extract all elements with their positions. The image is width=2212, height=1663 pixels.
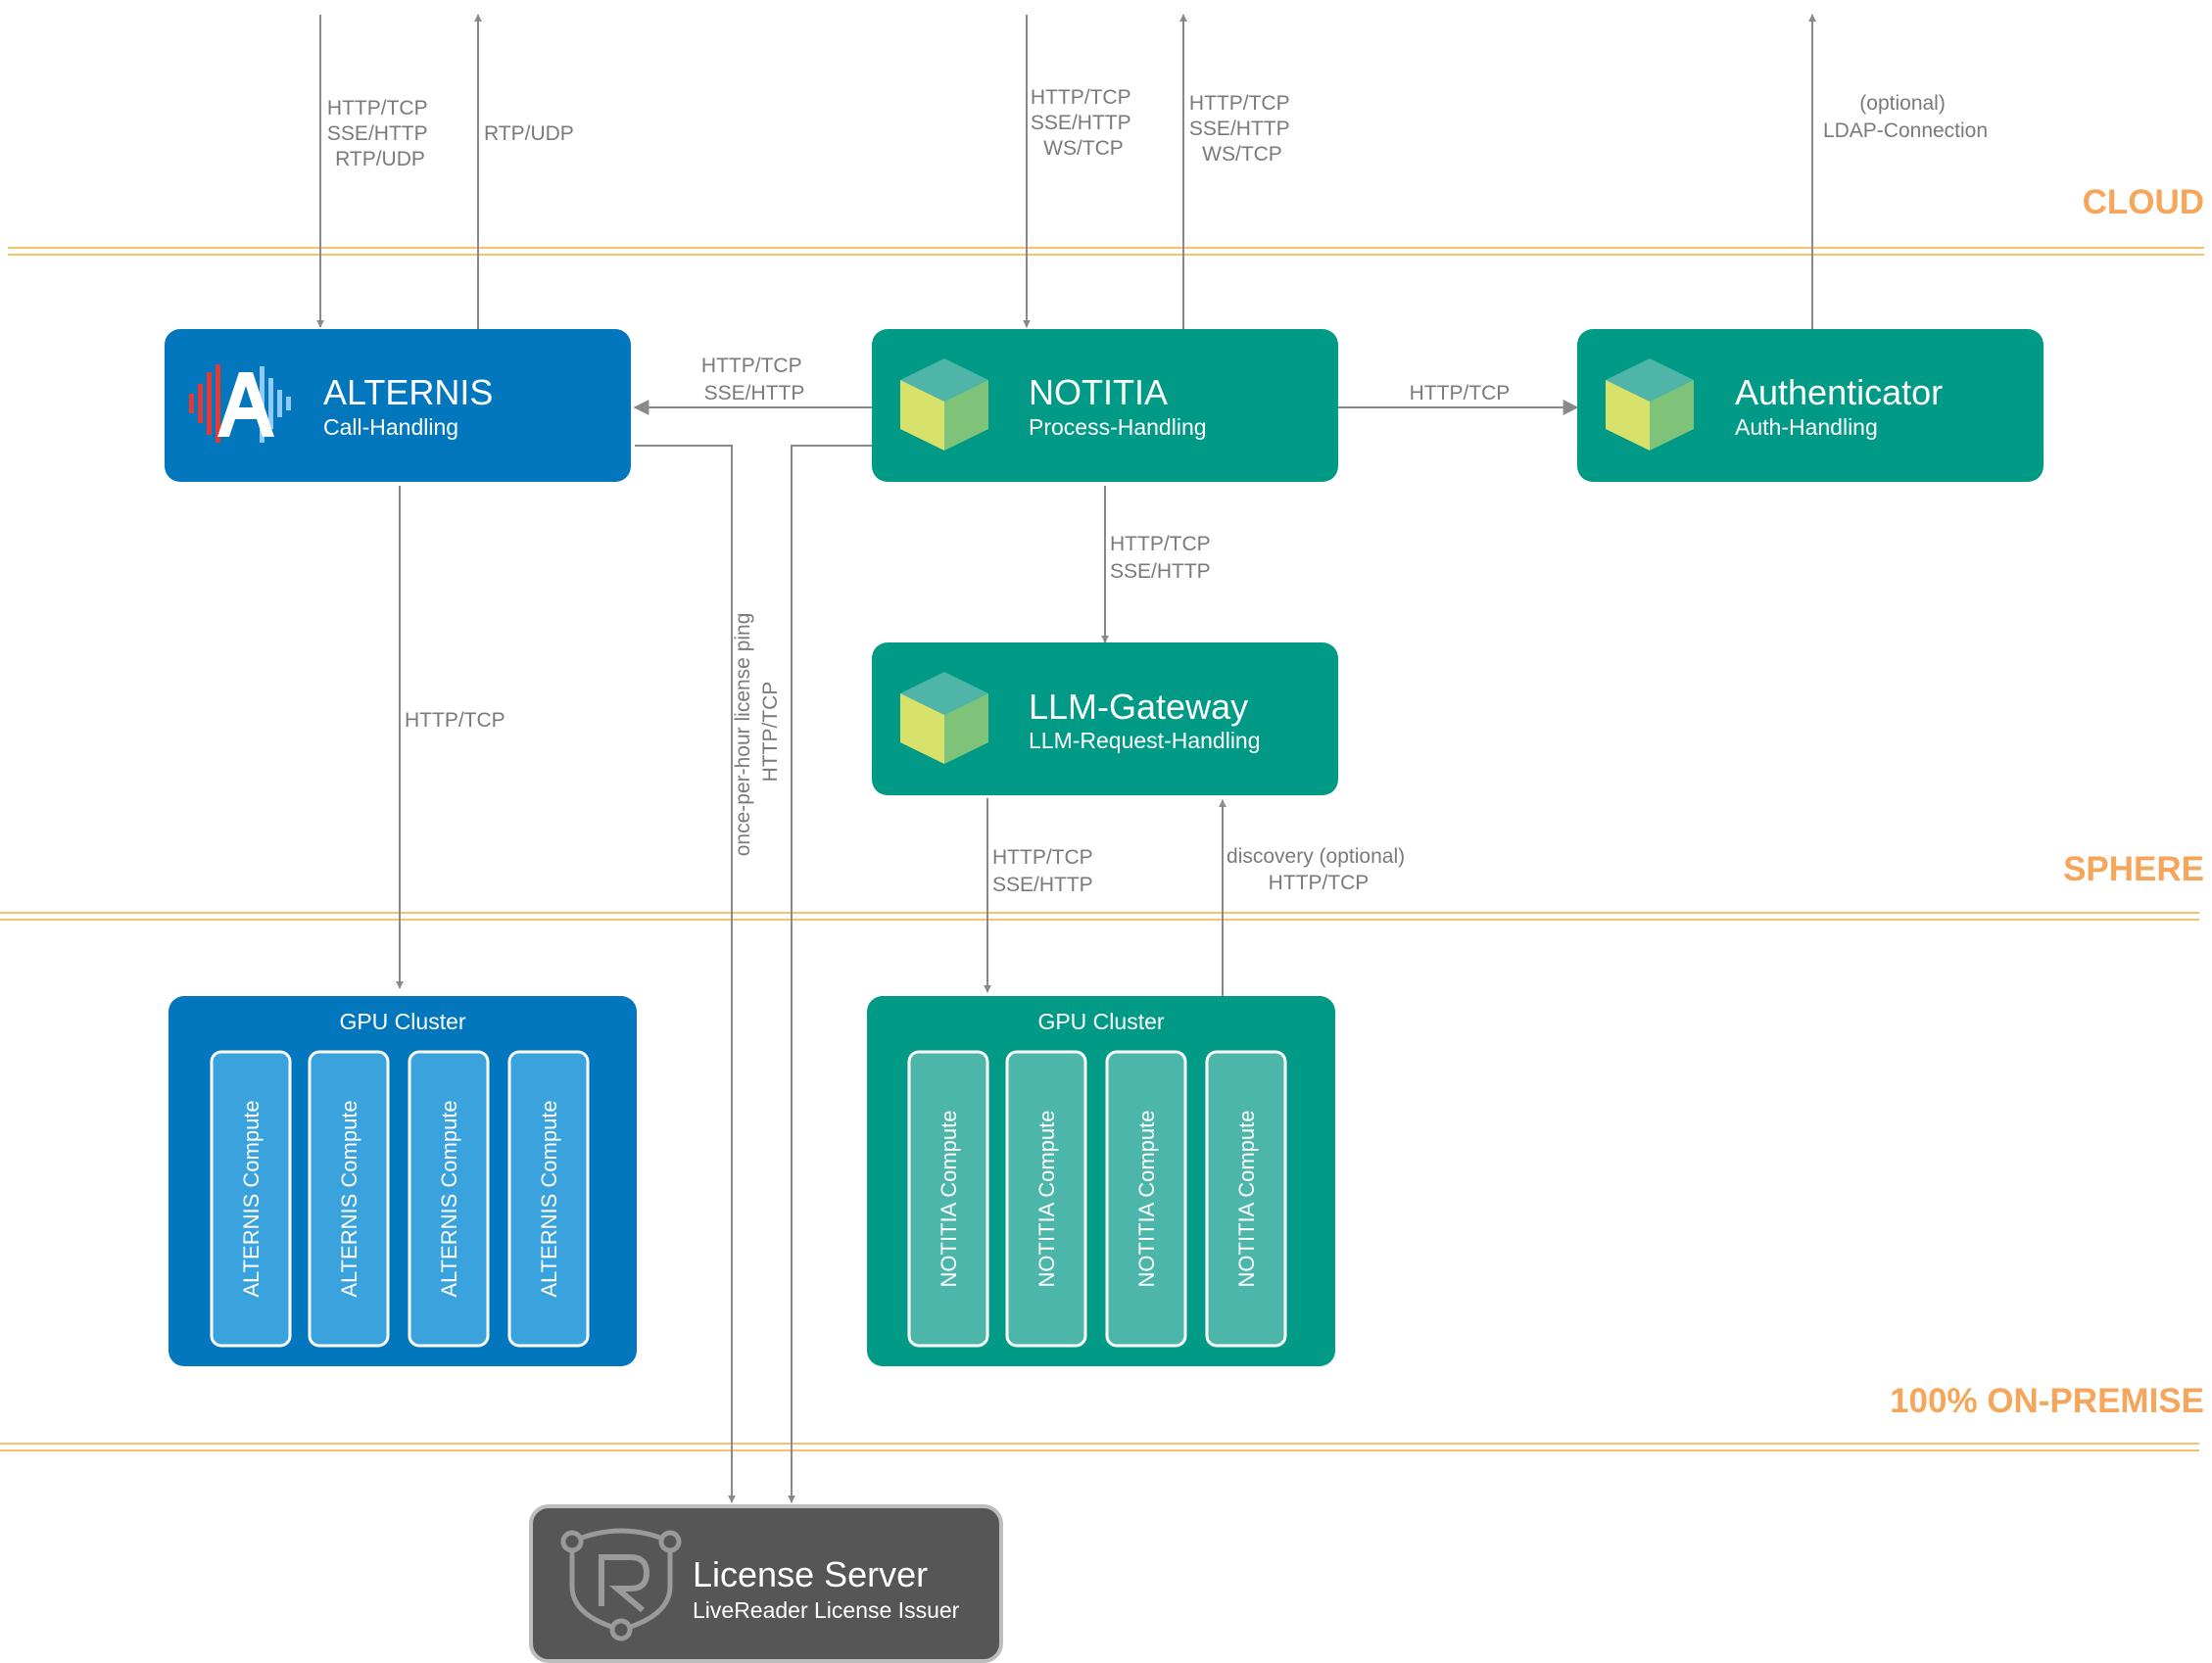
alternis-inbound-label: HTTP/TCP SSE/HTTP RTP/UDP — [327, 97, 433, 170]
notitia-to-license-arrow — [788, 445, 872, 1503]
authenticator-node[interactable]: Authenticator Auth-Handling — [1577, 329, 2044, 482]
notitia-to-llm-label: HTTP/TCP SSE/HTTP — [1110, 533, 1216, 583]
license-server-node[interactable]: License Server LiveReader License Issuer — [529, 1504, 1003, 1663]
alternis-title: ALTERNIS — [323, 372, 493, 412]
llm-gateway-subtitle: LLM-Request-Handling — [1029, 728, 1261, 753]
zone-label-sphere: SPHERE — [2063, 850, 2204, 888]
license-server-subtitle: LiveReader License Issuer — [693, 1597, 960, 1623]
notitia-node[interactable]: NOTITIA Process-Handling — [872, 329, 1338, 482]
notitia-title: NOTITIA — [1029, 372, 1168, 412]
notitia-compute-node: NOTITIA Compute — [1005, 1050, 1087, 1348]
notitia-compute-node: NOTITIA Compute — [1205, 1050, 1287, 1348]
alternis-outbound-label: RTP/UDP — [484, 122, 574, 145]
cluster-discovery-label: discovery (optional) HTTP/TCP — [1226, 845, 1411, 894]
cloud-separator — [8, 247, 2204, 256]
license-server-title: License Server — [693, 1554, 928, 1594]
notitia-compute-node: NOTITIA Compute — [907, 1050, 989, 1348]
alternis-compute-node: ALTERNIS Compute — [308, 1050, 390, 1348]
authenticator-subtitle: Auth-Handling — [1735, 414, 1878, 440]
alternis-node[interactable]: ALTERNIS Call-Handling — [165, 329, 631, 482]
compute-label: ALTERNIS Compute — [337, 1100, 361, 1297]
llm-gateway-title: LLM-Gateway — [1029, 687, 1248, 727]
alternis-subtitle: Call-Handling — [323, 414, 458, 440]
llm-to-cluster-label: HTTP/TCP SSE/HTTP — [992, 846, 1098, 896]
notitia-subtitle: Process-Handling — [1029, 414, 1207, 440]
alternis-to-license-arrow — [635, 445, 736, 1503]
alternis-compute-node: ALTERNIS Compute — [408, 1050, 490, 1348]
notitia-to-authenticator-label: HTTP/TCP — [1410, 382, 1511, 404]
license-ping-label: once-per-hour license ping HTTP/TCP — [732, 607, 782, 857]
notitia-to-alternis-label: HTTP/TCP SSE/HTTP — [701, 355, 807, 404]
compute-label: NOTITIA Compute — [1034, 1111, 1059, 1288]
compute-label: ALTERNIS Compute — [239, 1100, 264, 1297]
zone-label-onprem: 100% ON-PREMISE — [1890, 1382, 2204, 1420]
onprem-separator — [0, 1443, 2199, 1451]
llm-gateway-node[interactable]: LLM-Gateway LLM-Request-Handling — [872, 642, 1338, 795]
alternis-compute-node: ALTERNIS Compute — [210, 1050, 292, 1348]
compute-label: NOTITIA Compute — [1134, 1111, 1159, 1288]
sphere-separator — [0, 912, 2199, 921]
alternis-logo-icon — [189, 364, 291, 443]
alternis-to-cluster-label: HTTP/TCP — [405, 709, 505, 732]
compute-label: NOTITIA Compute — [937, 1111, 961, 1288]
notitia-inbound-label: HTTP/TCP SSE/HTTP WS/TCP — [1031, 86, 1136, 160]
notitia-outbound-label: HTTP/TCP SSE/HTTP WS/TCP — [1189, 92, 1295, 166]
compute-label: ALTERNIS Compute — [437, 1100, 461, 1297]
notitia-compute-node: NOTITIA Compute — [1105, 1050, 1187, 1348]
connectors — [316, 14, 1816, 1503]
alternis-compute-node: ALTERNIS Compute — [507, 1050, 590, 1348]
notitia-cluster-title: GPU Cluster — [1037, 1009, 1164, 1034]
alternis-gpu-cluster[interactable]: GPU Cluster ALTERNIS Compute ALTERNIS Co… — [168, 996, 637, 1366]
authenticator-title: Authenticator — [1735, 372, 1943, 412]
notitia-gpu-cluster[interactable]: GPU Cluster NOTITIA Compute NOTITIA Comp… — [867, 996, 1335, 1366]
alternis-cluster-title: GPU Cluster — [339, 1009, 465, 1034]
zone-label-cloud: CLOUD — [2083, 183, 2204, 221]
compute-label: NOTITIA Compute — [1234, 1111, 1259, 1288]
compute-label: ALTERNIS Compute — [537, 1100, 561, 1297]
livereader-logo-icon — [560, 1528, 682, 1641]
authenticator-outbound-label: (optional) LDAP-Connection — [1823, 92, 1988, 142]
